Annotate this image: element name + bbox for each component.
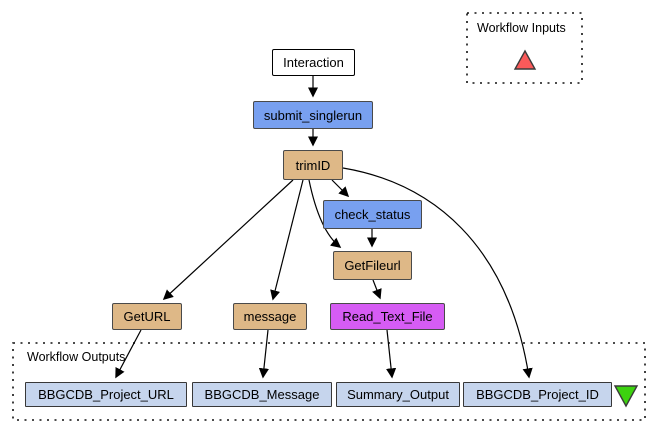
output-port-label: Summary_Output	[347, 387, 449, 402]
edge-trimid-to-getfileurl	[308, 179, 342, 248]
processor-label: message	[243, 309, 297, 324]
workflow-input-triangle-icon[interactable]	[513, 49, 537, 70]
edge-getfileurl-to-read-text-file	[372, 279, 382, 300]
processor-submit-singlerun[interactable]: submit_singlerun	[253, 101, 373, 129]
processor-label: GetURL	[123, 309, 171, 324]
output-port-summary-output[interactable]: Summary_Output	[336, 382, 460, 407]
processor-getfileurl[interactable]: GetFileurl	[333, 251, 412, 280]
edge-trimid-to-geturl	[162, 179, 294, 301]
processor-label: Read_Text_File	[342, 309, 433, 324]
workflow-outputs-title: Workflow Outputs	[27, 350, 126, 364]
output-port-bbgcdb-project-url[interactable]: BBGCDB_Project_URL	[25, 382, 187, 407]
processor-label: trimID	[295, 157, 331, 173]
processor-label: Interaction	[283, 55, 344, 70]
edge-read-text-file-to-summary-output	[386, 329, 397, 379]
output-port-bbgcdb-message[interactable]: BBGCDB_Message	[192, 382, 332, 407]
processor-geturl[interactable]: GetURL	[112, 303, 182, 330]
output-port-label: BBGCDB_Project_URL	[38, 387, 174, 402]
processor-label: submit_singlerun	[263, 107, 363, 123]
processor-label: check_status	[334, 207, 411, 222]
edge-message-to-bbgcdb-message	[258, 329, 269, 379]
edge-geturl-to-bbgcdb-project-url	[115, 329, 142, 379]
output-port-bbgcdb-project-id[interactable]: BBGCDB_Project_ID	[463, 382, 612, 407]
workflow-inputs-title: Workflow Inputs	[477, 21, 566, 35]
edge-trimid-to-check-status	[331, 179, 350, 198]
processor-label: GetFileurl	[344, 258, 401, 273]
processor-interaction[interactable]: Interaction	[272, 49, 355, 76]
processor-read-text-file[interactable]: Read_Text_File	[330, 303, 445, 330]
processor-check-status[interactable]: check_status	[323, 200, 422, 229]
edge-trimid-to-bbgcdb-project-id	[342, 167, 533, 379]
processor-trimid[interactable]: trimID	[283, 150, 343, 180]
processor-message[interactable]: message	[233, 303, 307, 330]
workflow-inputs-group-border	[466, 12, 583, 84]
output-port-label: BBGCDB_Project_ID	[476, 387, 599, 402]
workflow-output-triangle-icon[interactable]	[613, 385, 639, 408]
edge-trimid-to-message	[270, 179, 304, 301]
workflow-outputs-group-border	[12, 342, 646, 421]
output-port-label: BBGCDB_Message	[204, 387, 320, 402]
